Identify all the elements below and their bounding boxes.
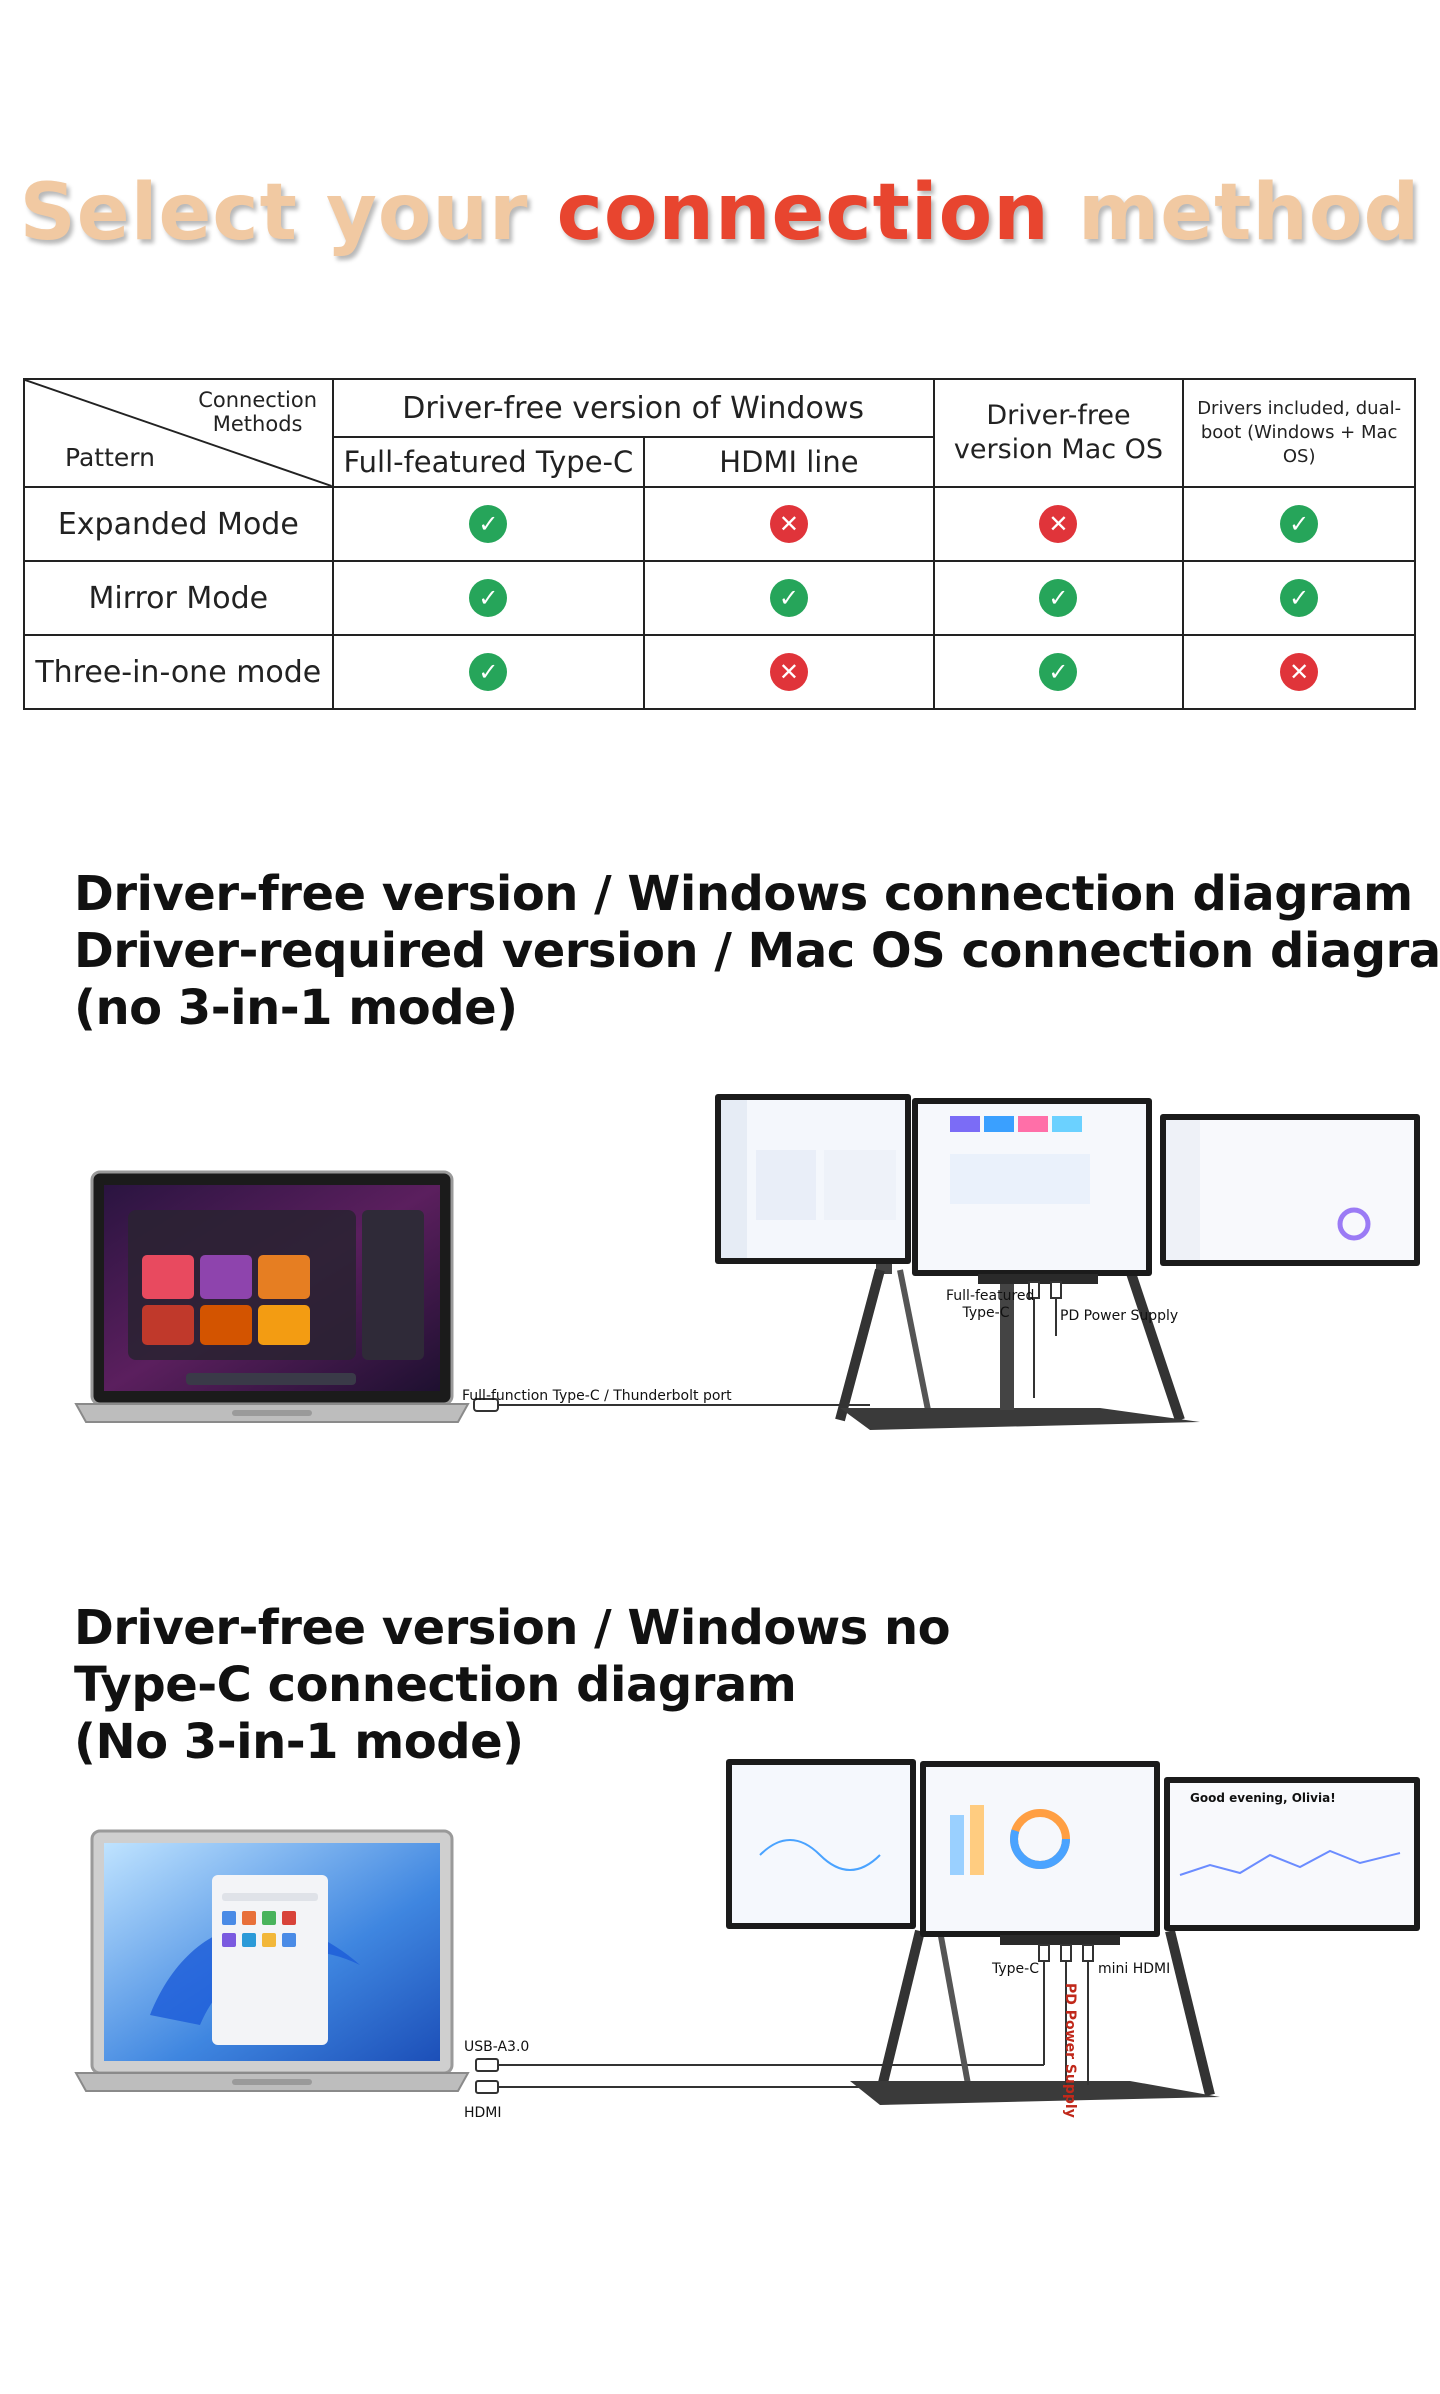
hdmi-plug — [475, 2080, 499, 2094]
table-cell: ✓ — [331, 560, 646, 636]
label-full-featured-typec: Full-featured Type-C — [946, 1288, 1035, 1322]
typec-plug-monitor-2 — [1038, 1944, 1050, 1962]
table-cell: ✓ — [932, 560, 1185, 636]
cross-circle-icon: ✕ — [769, 505, 808, 543]
table-row: Three-in-one mode ✓ ✕ ✓ ✕ — [23, 634, 1416, 710]
section2-title-line3: (No 3-in-1 mode) — [74, 1714, 524, 1770]
title-part-1: Select your — [19, 168, 529, 258]
triple-monitor — [715, 1094, 1420, 1284]
triple-monitor-2 — [726, 1759, 1420, 1945]
title-part-2: connection — [556, 168, 1050, 258]
usb-a-plug — [475, 2058, 499, 2072]
row-label: Expanded Mode — [23, 486, 334, 562]
table-cell: ✕ — [1182, 634, 1416, 710]
row-label: Three-in-one mode — [23, 634, 334, 710]
title-part-3: method — [1077, 168, 1421, 258]
section1-title: Driver-free version / Windows connection… — [74, 866, 1440, 1037]
pd-plug — [1050, 1281, 1062, 1299]
row-label: Mirror Mode — [23, 560, 334, 636]
section1-title-line2: Driver-required version / Mac OS connect… — [74, 923, 1440, 979]
table-cell: ✕ — [932, 486, 1185, 562]
laptop-windows — [74, 1829, 470, 2092]
header-hdmi: HDMI line — [643, 436, 935, 488]
check-circle-icon: ✓ — [1280, 579, 1319, 617]
diagram-hdmi-connection: Good evening, Olivia! USB-A3.0 HDMI Type… — [0, 1755, 1440, 2155]
check-circle-icon: ✓ — [469, 579, 508, 617]
check-circle-icon: ✓ — [1039, 579, 1078, 617]
table-cell: ✓ — [331, 486, 646, 562]
section2-title-line1: Driver-free version / Windows no — [74, 1600, 951, 1656]
label-pd-power-supply-2: PD Power Supply — [1062, 1983, 1078, 2118]
header-mac: Driver-free version Mac OS — [932, 378, 1185, 488]
label-laptop-port: Full-function Type-C / Thunderbolt port — [462, 1388, 732, 1404]
monitor-stand-2 — [850, 1929, 1220, 2105]
table-row: Mirror Mode ✓ ✓ ✓ ✓ — [23, 560, 1416, 636]
label-usb-a: USB-A3.0 — [464, 2039, 530, 2055]
section1-title-line3: (no 3-in-1 mode) — [74, 980, 518, 1036]
table-cell: ✓ — [331, 634, 646, 710]
monitor-stand — [835, 1250, 1200, 1430]
label-mini-hdmi: mini HDMI — [1098, 1961, 1171, 1977]
label-typec-line1: Full-featured — [946, 1288, 1035, 1304]
diagram-typec-connection: Full-function Type-C / Thunderbolt port … — [0, 1090, 1440, 1460]
label-hdmi: HDMI — [464, 2105, 502, 2121]
section1-title-line1: Driver-free version / Windows connection… — [74, 866, 1413, 922]
diagram1-illustration — [74, 1094, 1420, 1430]
mini-hdmi-plug — [1082, 1944, 1094, 1962]
check-circle-icon: ✓ — [1039, 653, 1078, 691]
label-typec: Type-C — [992, 1961, 1039, 1977]
monitor-greeting: Good evening, Olivia! — [1190, 1791, 1336, 1805]
label-typec-line2: Type-C — [962, 1305, 1010, 1321]
table-corner-cell: Connection Methods Pattern — [23, 378, 334, 488]
connection-comparison-table: Connection Methods Pattern Driver-free v… — [23, 377, 1416, 710]
table-cell: ✓ — [932, 634, 1185, 710]
table-cell: ✓ — [1182, 486, 1416, 562]
table-cell: ✓ — [643, 560, 935, 636]
section2-title: Driver-free version / Windows no Type-C … — [74, 1600, 951, 1771]
check-circle-icon: ✓ — [469, 505, 508, 543]
cross-circle-icon: ✕ — [1280, 653, 1319, 691]
diagram2-illustration — [74, 1759, 1420, 2105]
check-circle-icon: ✓ — [1280, 505, 1319, 543]
cross-circle-icon: ✕ — [1039, 505, 1078, 543]
section2-title-line2: Type-C connection diagram — [74, 1657, 797, 1713]
corner-pattern: Pattern — [65, 443, 155, 472]
header-typec: Full-featured Type-C — [331, 436, 646, 488]
header-drivers: Drivers included, dual-boot (Windows + M… — [1182, 378, 1416, 488]
check-circle-icon: ✓ — [769, 579, 808, 617]
table-cell: ✕ — [643, 634, 935, 710]
table-cell: ✕ — [643, 486, 935, 562]
diagonal-divider — [25, 380, 332, 486]
pd-plug-2 — [1060, 1944, 1072, 1962]
page-title: Select your connection method — [0, 168, 1440, 258]
laptop-macos — [74, 1170, 470, 1423]
check-circle-icon: ✓ — [469, 653, 508, 691]
header-windows-group: Driver-free version of Windows — [331, 377, 935, 439]
cross-circle-icon: ✕ — [769, 653, 808, 691]
table-row: Expanded Mode ✓ ✕ ✕ ✓ — [23, 486, 1416, 562]
corner-connection-methods: Connection Methods — [198, 388, 318, 436]
label-pd-power-supply: PD Power Supply — [1060, 1308, 1179, 1324]
table-cell: ✓ — [1182, 560, 1416, 636]
